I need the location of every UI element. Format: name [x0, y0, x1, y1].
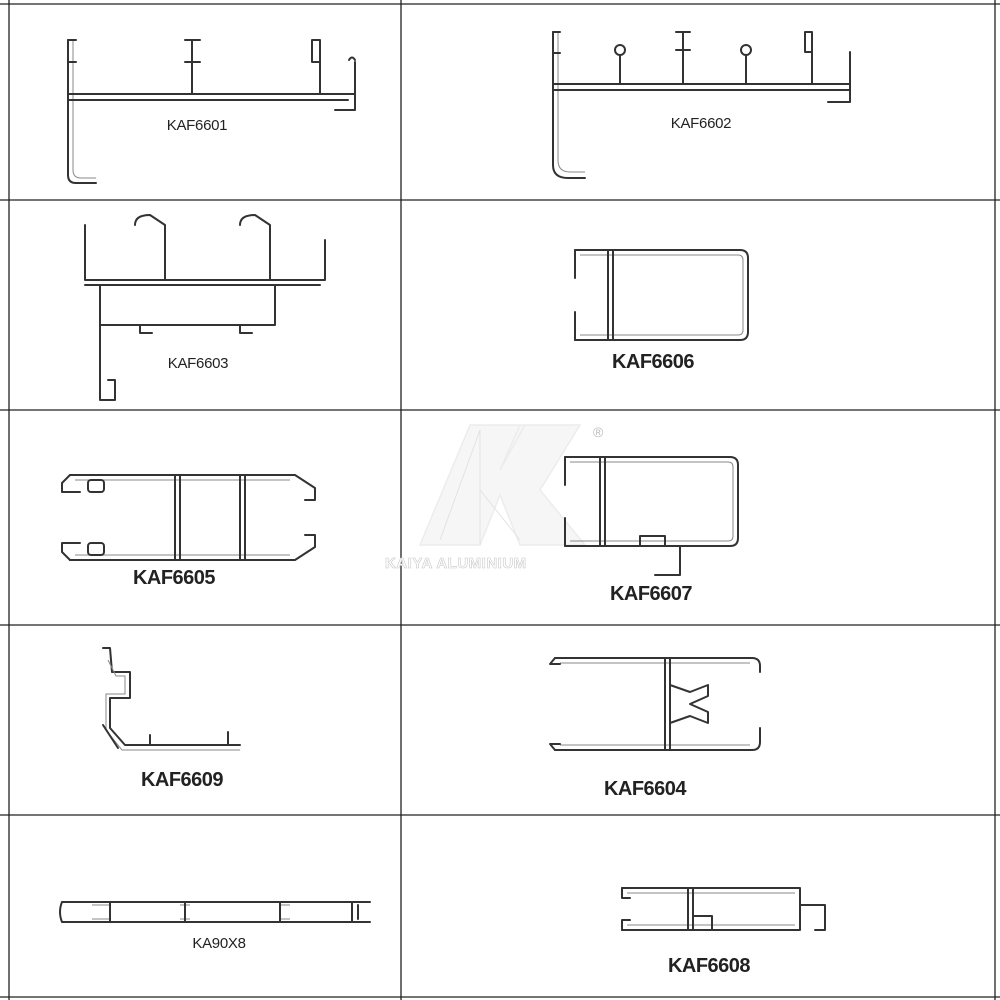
profile-kaf6604-drawing — [549, 657, 761, 751]
profile-kaf6605-drawing — [61, 474, 316, 561]
profile-kaf6601-drawing — [67, 39, 356, 184]
profile-kaf6608-drawing — [621, 887, 826, 931]
profile-code-label: KAF6606 — [612, 351, 694, 373]
profile-code-label: KAF6603 — [168, 355, 228, 372]
profile-code-label: KAF6607 — [610, 583, 692, 605]
profile-code-label: KAF6609 — [141, 769, 223, 791]
profile-code-label: KAF6605 — [133, 567, 215, 589]
profile-kaf6603-drawing — [84, 214, 326, 401]
profile-kaf6609-drawing — [102, 647, 241, 751]
profile-kaf6602-drawing — [552, 31, 851, 179]
profile-kaf6606-drawing — [574, 249, 749, 341]
registered-mark: ® — [593, 424, 604, 440]
profile-kaf6607-drawing — [564, 456, 739, 576]
profile-code-label: KA90X8 — [192, 935, 245, 952]
profile-code-label: KAF6602 — [671, 115, 731, 132]
profile-ka90x8-drawing — [59, 901, 371, 923]
kaiya-watermark-logo — [418, 424, 587, 546]
profile-code-label: KAF6604 — [604, 778, 687, 800]
profile-code-label: KAF6608 — [668, 955, 750, 977]
profile-code-label: KAF6601 — [167, 117, 227, 134]
watermark-brand-text: KAIYA ALUMINIUM — [385, 555, 527, 572]
